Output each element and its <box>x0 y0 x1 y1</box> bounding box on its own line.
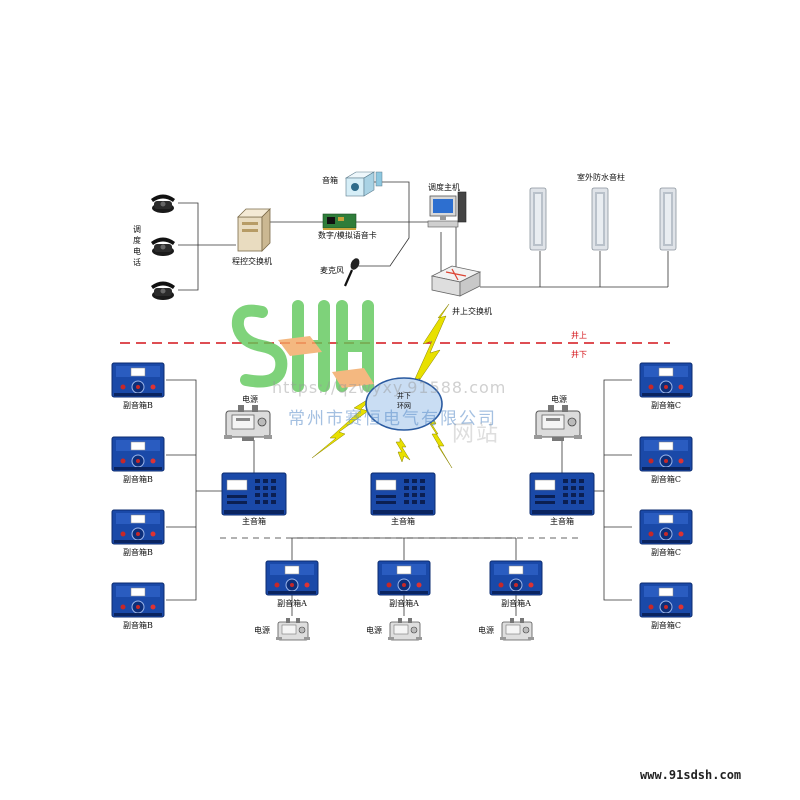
main-box-label: 主音箱 <box>550 517 574 526</box>
amplifier-box-icon <box>111 509 165 545</box>
phone-icon <box>151 194 175 213</box>
pbx-icon <box>237 208 271 252</box>
sub-box-b-label: 副音箱B <box>123 621 153 630</box>
microphone-label: 麦克风 <box>320 266 344 275</box>
amplifier-box-icon <box>529 472 595 516</box>
sub-box-c-label: 副音箱C <box>650 401 682 410</box>
watermark-url: https://qzwyxy.91588.com <box>272 378 507 397</box>
power-label: 电源 <box>366 626 382 635</box>
column-speaker-icon <box>529 187 547 251</box>
power-supply-icon <box>533 404 583 442</box>
ring-network-label: 井下 <box>397 392 411 400</box>
sub-box-b-label: 副音箱B <box>123 475 153 484</box>
footer-site-url: www.91sdsh.com <box>640 768 742 782</box>
main-box-label: 主音箱 <box>242 517 266 526</box>
power-label: 电源 <box>254 626 270 635</box>
column-speaker-icon <box>591 187 609 251</box>
power-label: 电源 <box>478 626 494 635</box>
network-switch-icon <box>430 265 482 297</box>
amplifier-box-icon <box>639 509 693 545</box>
amplifier-box-icon <box>370 472 436 516</box>
ring-network <box>365 377 443 431</box>
amplifier-box-icon <box>111 436 165 472</box>
underground-label: 井下 <box>571 350 587 359</box>
amplifier-box-icon <box>489 560 543 596</box>
watermark-logo <box>231 300 374 392</box>
ring-network-sub-label: 环网 <box>397 402 411 410</box>
amplifier-box-icon <box>221 472 287 516</box>
sub-box-c-label: 副音箱C <box>650 548 682 557</box>
watermark-bg-text: 网站 <box>452 422 501 447</box>
sub-box-b-label: 副音箱B <box>123 548 153 557</box>
dispatch-host-label: 调度主机 <box>428 183 460 192</box>
power-label: 电源 <box>242 395 258 404</box>
amplifier-box-icon <box>639 436 693 472</box>
surface-wiring <box>178 181 669 291</box>
dispatch-phone-label: 调度电话 <box>133 225 141 267</box>
outdoor-column-label: 室外防水音柱 <box>577 173 625 182</box>
power-label: 电源 <box>551 395 567 404</box>
sub-box-c-label: 副音箱C <box>650 475 682 484</box>
amplifier-box-icon <box>111 582 165 618</box>
sub-box-a-label: 副音箱A <box>501 599 531 608</box>
amplifier-box-icon <box>111 362 165 398</box>
sub-box-a-label: 副音箱A <box>389 599 419 608</box>
main-box-label: 主音箱 <box>391 517 415 526</box>
column-speaker-icon <box>659 187 677 251</box>
microphone-icon <box>343 258 360 287</box>
amplifier-box-icon <box>265 560 319 596</box>
surface-switch-label: 井上交换机 <box>452 307 492 316</box>
amplifier-box-icon <box>639 362 693 398</box>
power-supply-icon <box>275 617 311 641</box>
phone-icon <box>151 281 175 300</box>
watermark-company: 常州市赛恒电气有限公司 <box>288 409 497 429</box>
voice-card-label: 数字/模拟语音卡 <box>318 231 377 240</box>
power-supply-icon <box>223 404 273 442</box>
sub-box-a-label: 副音箱A <box>277 599 307 608</box>
power-supply-icon <box>387 617 423 641</box>
power-supply-icon <box>499 617 535 641</box>
sub-box-c-label: 副音箱C <box>650 621 682 630</box>
surface-label: 井上 <box>571 331 587 340</box>
sub-box-b-label: 副音箱B <box>123 401 153 410</box>
phone-icon <box>151 237 175 256</box>
amplifier-box-icon <box>639 582 693 618</box>
pbx-label: 程控交换机 <box>232 257 272 266</box>
speaker-icon <box>344 171 383 197</box>
computer-icon <box>427 191 467 228</box>
speaker-label: 音箱 <box>322 176 338 185</box>
amplifier-box-icon <box>377 560 431 596</box>
voice-card-icon <box>322 213 357 230</box>
